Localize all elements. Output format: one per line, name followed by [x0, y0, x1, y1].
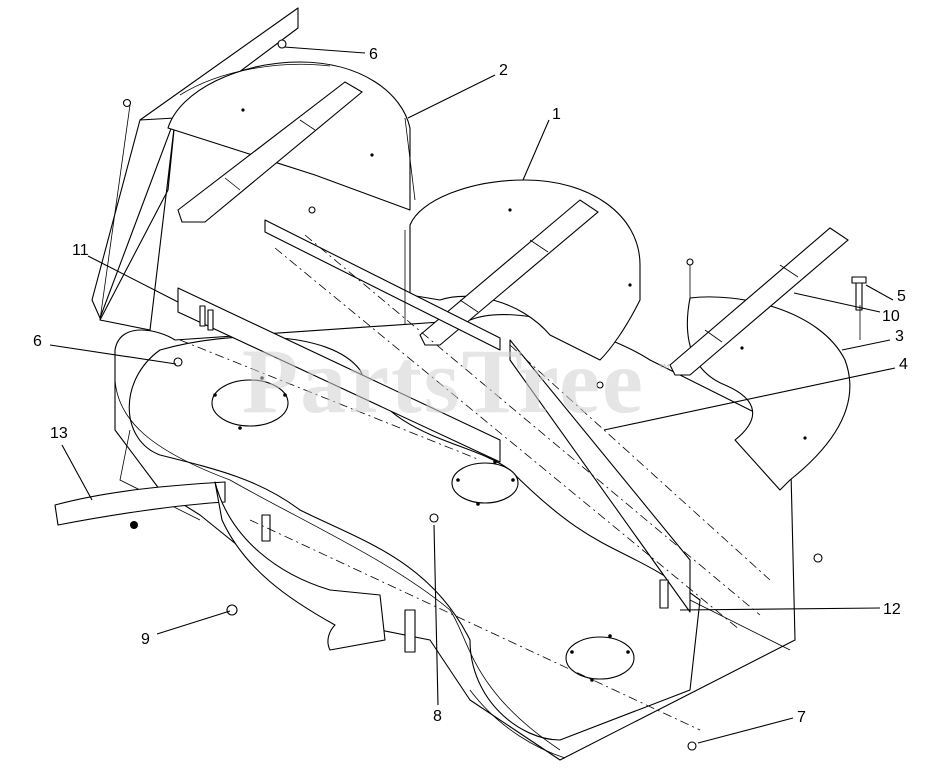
center-blade — [419, 199, 599, 346]
left-blade — [177, 81, 363, 223]
callout-12: 12 — [883, 601, 901, 618]
callout-6-left: 6 — [33, 333, 42, 350]
callout-13: 13 — [50, 425, 68, 442]
bolt-5 — [851, 276, 867, 311]
baffle-bar-12 — [509, 339, 691, 613]
callout-9: 9 — [141, 631, 150, 648]
svg-text:™: ™ — [658, 361, 670, 375]
callout-1: 1 — [552, 106, 561, 123]
callout-3: 3 — [895, 328, 904, 345]
callout-8: 8 — [433, 708, 442, 725]
callout-7: 7 — [797, 709, 806, 726]
baffle-bar-11 — [177, 219, 501, 463]
right-housing-shroud — [686, 296, 851, 491]
callout-4: 4 — [899, 356, 908, 373]
callout-labels: 1 2 3 4 5 6 6 7 8 9 10 11 12 13 — [33, 46, 908, 726]
skirt-strip-13 — [54, 481, 226, 529]
callout-6-top: 6 — [369, 46, 378, 63]
callout-11: 11 — [72, 242, 89, 259]
callout-5: 5 — [897, 288, 906, 305]
callout-2: 2 — [499, 62, 508, 79]
fasteners — [122, 39, 823, 751]
svg-text:PartsTree: PartsTree — [242, 330, 645, 432]
assembly-centerlines — [99, 104, 861, 731]
front-lower-baffle — [214, 481, 416, 653]
watermark: PartsTree ™ — [242, 330, 670, 432]
callout-leaders — [49, 46, 896, 744]
left-baffle-plate — [91, 7, 299, 331]
callout-10: 10 — [882, 308, 900, 325]
right-blade — [669, 227, 849, 376]
